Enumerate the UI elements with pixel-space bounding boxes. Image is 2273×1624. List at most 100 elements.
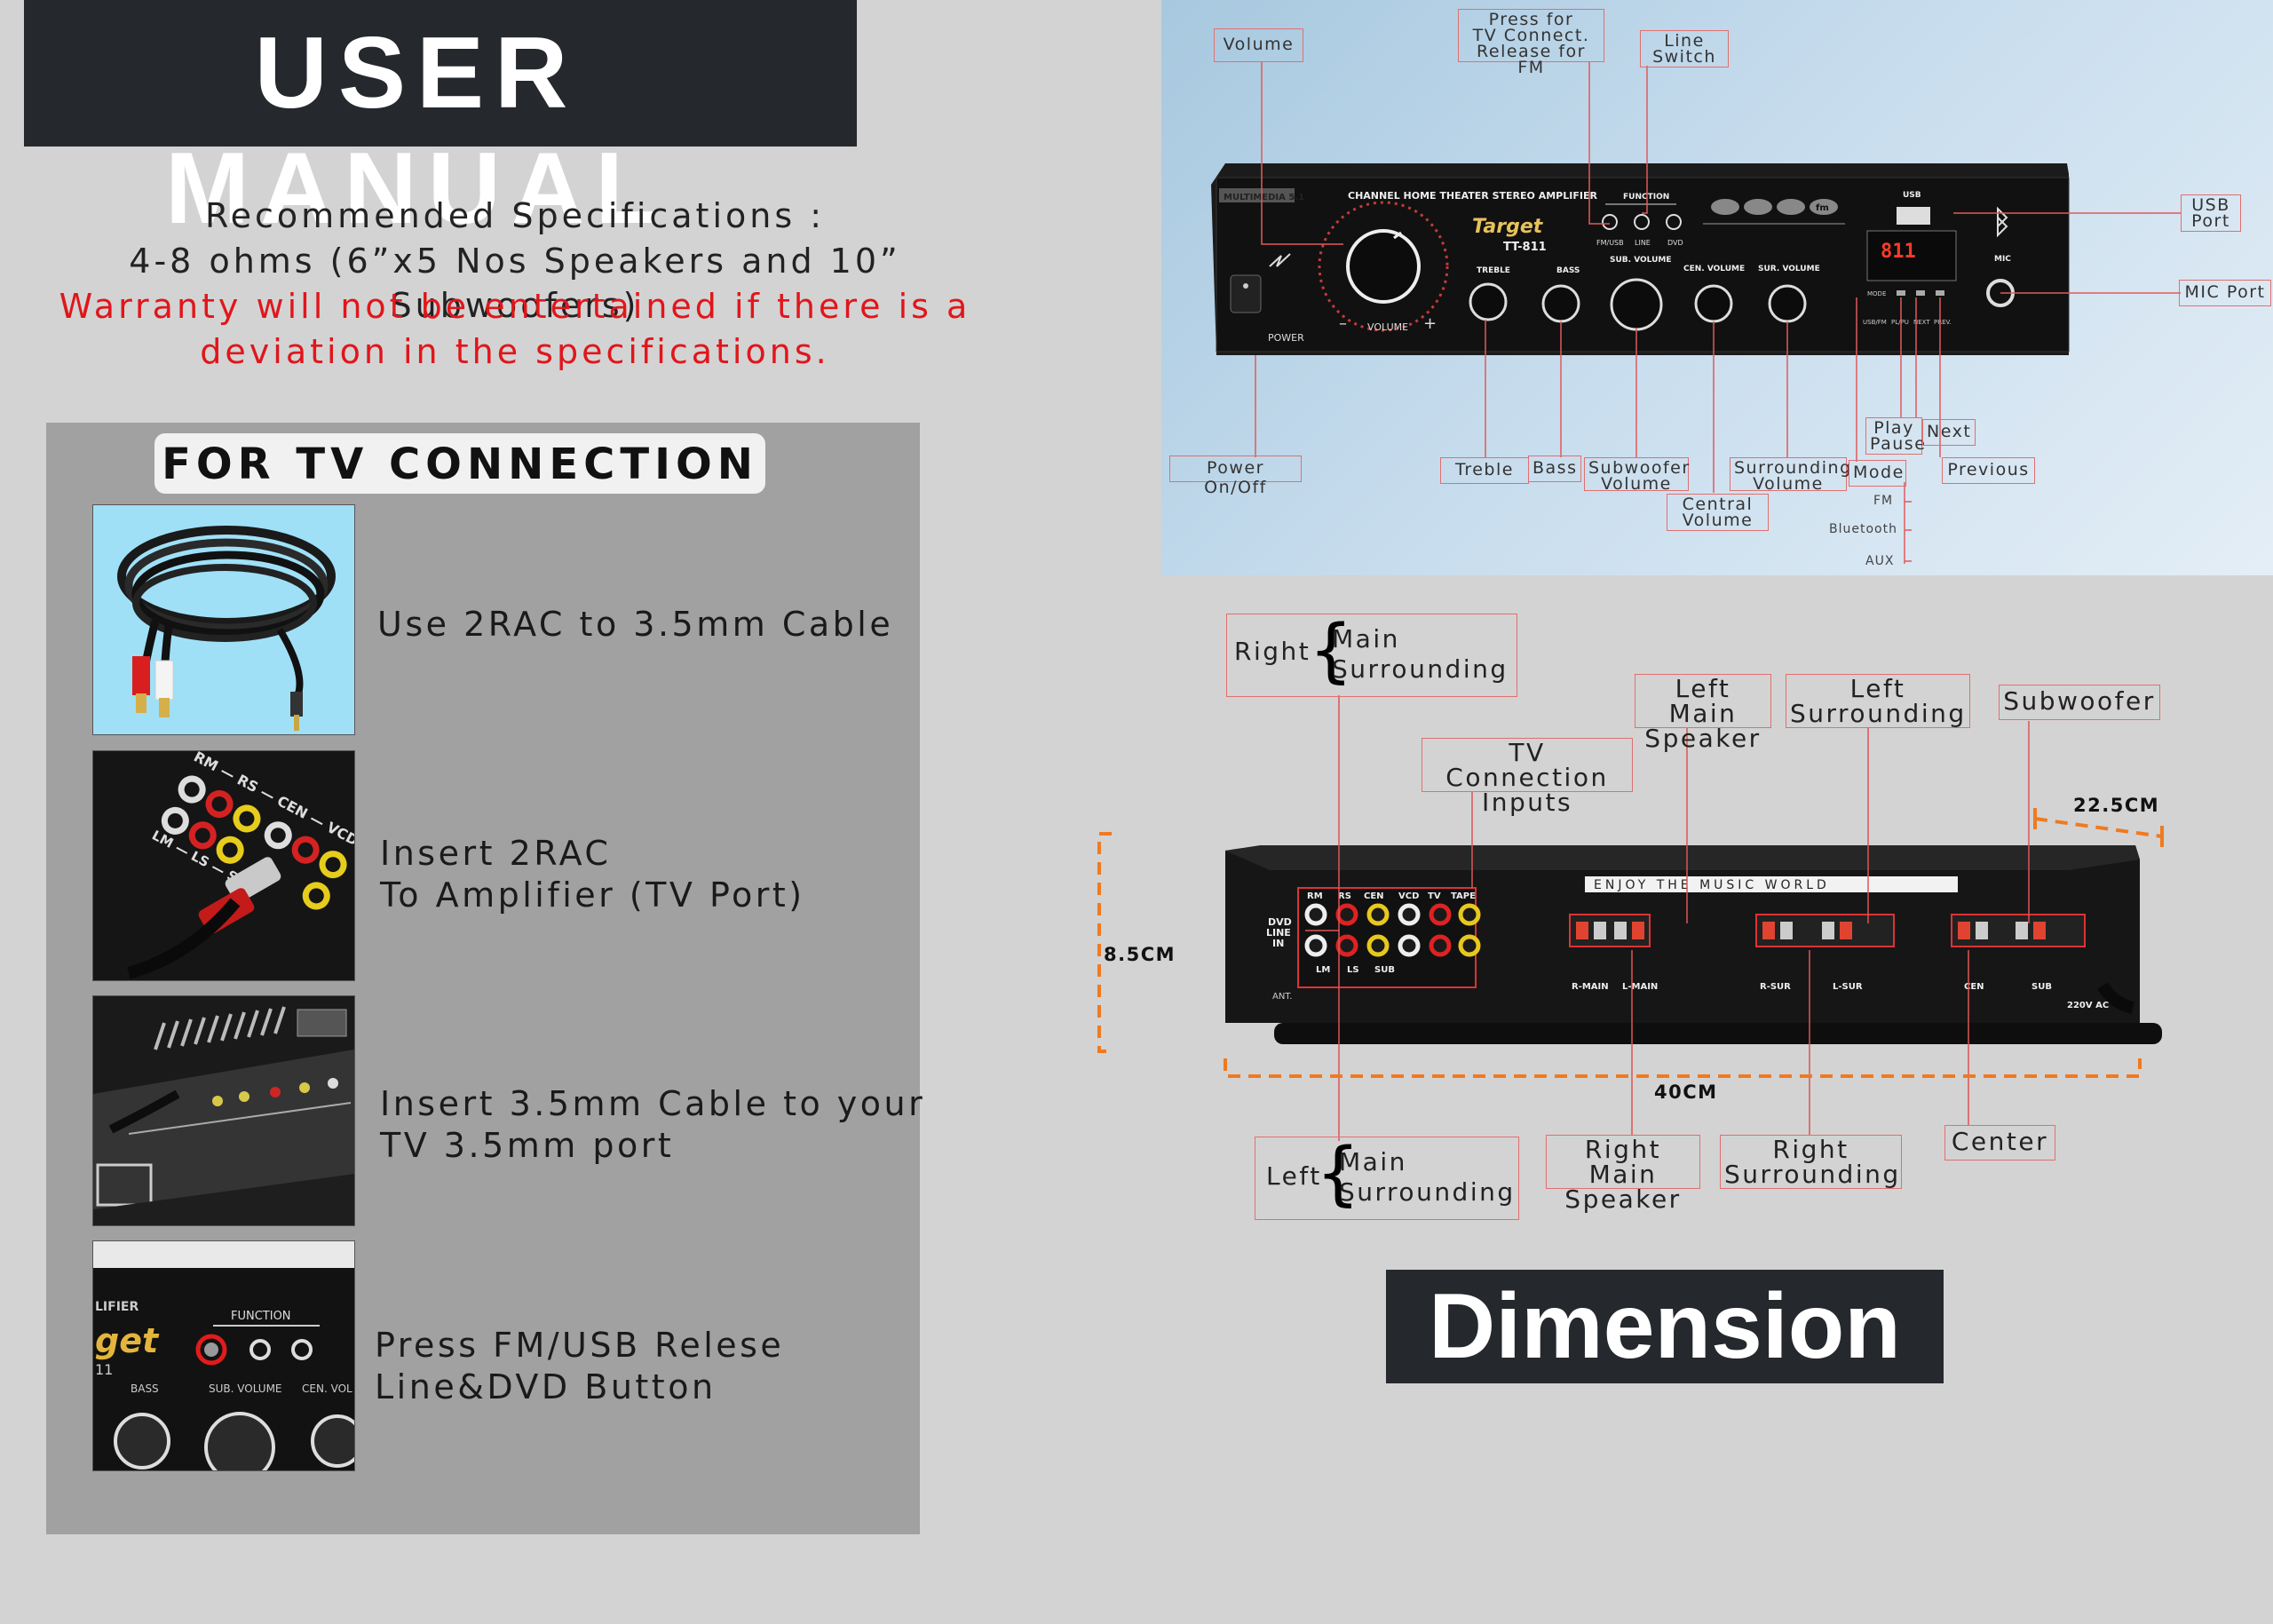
rca-cen: CEN — [1364, 891, 1384, 901]
treble-knob[interactable] — [1469, 282, 1508, 321]
label-main: Main — [1332, 624, 1400, 654]
line-device-label: LINE — [1635, 239, 1651, 247]
bluetooth-icon — [1997, 206, 2008, 238]
next-button[interactable] — [1916, 290, 1925, 296]
brace-icon: { — [1309, 611, 1356, 691]
label-previous: Previous — [1942, 457, 2035, 484]
label-power: Power On/Off — [1169, 456, 1302, 497]
line-button[interactable] — [1634, 214, 1650, 230]
label-right-main-speaker: Right Main Speaker — [1546, 1135, 1700, 1212]
svg-text:+: + — [1423, 314, 1437, 333]
usb-slot[interactable] — [1897, 207, 1930, 225]
label-subwoofer: Subwoofer — [1999, 685, 2160, 720]
label-left-surround-group: Left { Main Surrounding — [1255, 1137, 1519, 1220]
display-value: 811 — [1881, 241, 1916, 263]
step-2-text: Insert 2RAC To Amplifier (TV Port) — [380, 834, 805, 915]
multimedia-label: MULTIMEDIA 5.1 — [1224, 193, 1304, 202]
terminal-cen: CEN — [1964, 982, 1984, 992]
rca-lm: LM — [1316, 965, 1330, 975]
cen-volume-device-label: CEN. VOLUME — [1683, 265, 1745, 273]
function-device-label: FUNCTION — [1623, 193, 1669, 202]
channel-label: CHANNEL HOME THEATER STEREO AMPLIFIER — [1348, 190, 1597, 202]
label-line-switch: Line Switch — [1640, 30, 1729, 67]
terminal-l-sur: L-SUR — [1833, 982, 1863, 992]
surround-volume-knob[interactable] — [1768, 284, 1807, 323]
dvd-line-in-1: DVD — [1268, 916, 1292, 928]
enjoy-banner — [1585, 876, 1958, 892]
label-left-main-speaker: Left Main Speaker — [1635, 674, 1771, 751]
previous-button[interactable] — [1936, 290, 1944, 296]
mic-device-label: MIC — [1994, 255, 2011, 264]
rca-ls: LS — [1347, 965, 1359, 975]
volume-knob[interactable] — [1346, 229, 1421, 304]
terminal-r-main: R-MAIN — [1572, 982, 1609, 992]
label-central-volume: Central Volume — [1667, 494, 1769, 531]
photo-model-text: 11 — [95, 1361, 113, 1378]
label-bass: Bass — [1528, 456, 1581, 482]
label-play-pause: Play Pause — [1865, 417, 1925, 455]
rear-panel-diagram: ENJOY THE MUSIC WORLD DVD LINE IN ANT. R… — [1097, 695, 2164, 1141]
label-treble: Treble — [1440, 457, 1529, 484]
terminal-l-main: L-MAIN — [1622, 982, 1658, 992]
brand-logo: Target — [1472, 216, 1544, 238]
plpu-device-label: PL/PU — [1891, 319, 1909, 326]
photo-function-text: FUNCTION — [231, 1310, 291, 1323]
rca-rm: RM — [1307, 891, 1323, 901]
spec-line-1: Recommended Specifications : — [204, 196, 826, 235]
dimension-depth: 22.5CM — [2073, 795, 2160, 816]
mode-fm: FM — [1873, 494, 1894, 508]
mode-bluetooth: Bluetooth — [1829, 522, 1897, 536]
warning-line-2: deviation in the specifications. — [200, 332, 830, 371]
label-surrounding: Surrounding — [1339, 1177, 1516, 1207]
usb-device-label: USB — [1903, 191, 1921, 200]
enjoy-text: ENJOY THE MUSIC WORLD — [1594, 878, 1830, 892]
bass-knob[interactable] — [1541, 284, 1580, 323]
power-switch[interactable] — [1230, 274, 1262, 313]
rca-tape: TAPE — [1451, 891, 1476, 901]
label-left-surrounding: Left Surrounding — [1786, 674, 1970, 728]
photo-cenvol-text: CEN. VOL — [302, 1382, 352, 1395]
label-right-surround-group: Right { Main Surrounding — [1226, 614, 1517, 697]
label-right-surrounding: Right Surrounding — [1720, 1135, 1902, 1189]
title-banner — [24, 0, 857, 147]
label-subwoofer-volume: Subwoofer Volume — [1584, 457, 1689, 493]
fm-usb-button[interactable] — [1602, 214, 1618, 230]
photo-bass-text: BASS — [131, 1382, 159, 1395]
fm-icon-text: fm — [1816, 203, 1829, 213]
terminal-r-sur: R-SUR — [1760, 982, 1791, 992]
dimension-height: 8.5CM — [1104, 944, 1176, 965]
label-volume: Volume — [1214, 28, 1303, 62]
label-usb-port: USB Port — [2181, 194, 2241, 232]
play-pause-button[interactable] — [1897, 290, 1905, 296]
mode-aux: AUX — [1865, 554, 1895, 568]
dvd-device-label: DVD — [1667, 239, 1683, 247]
ac-label: 220V AC — [2067, 1001, 2109, 1010]
fmusb-device-label: FM/USB — [1596, 239, 1624, 247]
led-display — [1866, 230, 1957, 281]
volume-device-label: VOLUME — [1367, 321, 1408, 333]
front-panel-diagram: MULTIMEDIA 5.1 CHANNEL HOME THEATER STER… — [1211, 62, 2181, 564]
step-3-text: Insert 3.5mm Cable to your TV 3.5mm port — [380, 1084, 926, 1165]
photo-subvol-text: SUB. VOLUME — [209, 1382, 282, 1395]
step-1-text: Use 2RAC to 3.5mm Cable — [377, 605, 894, 644]
bass-device-label: BASS — [1556, 266, 1580, 275]
dvd-line-in-3: IN — [1272, 938, 1284, 949]
speaker-terminals[interactable] — [1569, 914, 2086, 947]
page-title: USER MANUAL — [165, 17, 668, 245]
next-device-label: NEXT — [1913, 319, 1930, 326]
central-volume-knob[interactable] — [1694, 284, 1733, 323]
rca-rs: RS — [1338, 891, 1351, 901]
label-tv-connect: Press for TV Connect. Release for FM — [1458, 9, 1604, 76]
subwoofer-volume-knob[interactable] — [1610, 278, 1663, 331]
usbfm-device-label: USB/FM — [1863, 319, 1887, 326]
dvd-button[interactable] — [1666, 214, 1682, 230]
sur-volume-device-label: SUR. VOLUME — [1758, 265, 1820, 273]
label-next: Next — [1922, 419, 1976, 446]
label-mic-port: MIC Port — [2179, 280, 2271, 306]
power-device-label: POWER — [1268, 332, 1304, 344]
rca-tv: TV — [1428, 891, 1441, 901]
dimension-banner — [1386, 1270, 1944, 1383]
label-surround-volume: Surrounding Volume — [1730, 457, 1850, 493]
dvd-line-in-2: LINE — [1266, 927, 1291, 939]
ant-label: ANT. — [1272, 992, 1292, 1002]
